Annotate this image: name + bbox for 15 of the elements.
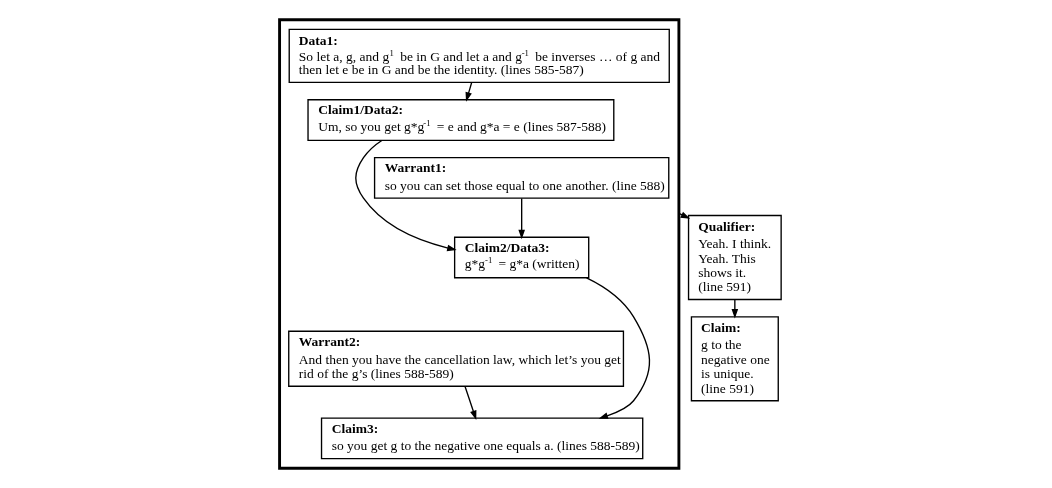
arrow [731, 299, 738, 319]
arrow [465, 81, 472, 102]
cluster [277, 18, 680, 470]
node-box: Data1: So let a, g, and g$^{1}$ be in G and let a and g$^{-1}$ be inverses … of g and then let e be in G and be the identity. (lines 585-587) [288, 28, 670, 84]
node-box: Warrant1: so you can set those equal to one another. (line 588) [373, 157, 669, 199]
arrow [585, 277, 650, 419]
node-box: Qualifier: Yeah. I think. Yeah. This shows it. (line 591) [687, 214, 782, 301]
node-box: Claim: g to the negative one is unique. (line 591) [690, 316, 779, 402]
node-box: Claim1/Data2: Um, so you get g*g$^{-1}$ = e and g*a = e (lines 587-588) [306, 99, 614, 141]
node-box: Claim2/Data3: g*g$^{-1}$ = g*a (written) [453, 236, 589, 279]
node-box: Claim3: so you get g to the negative one equals a. (lines 588-589) [320, 417, 643, 460]
arrow [463, 385, 476, 420]
arrow [677, 211, 690, 219]
arrow [517, 197, 525, 240]
node-box: Warrant2: And then you have the cancellation law, which let’s you get rid of the g’s (lines 588-589) [287, 330, 624, 387]
